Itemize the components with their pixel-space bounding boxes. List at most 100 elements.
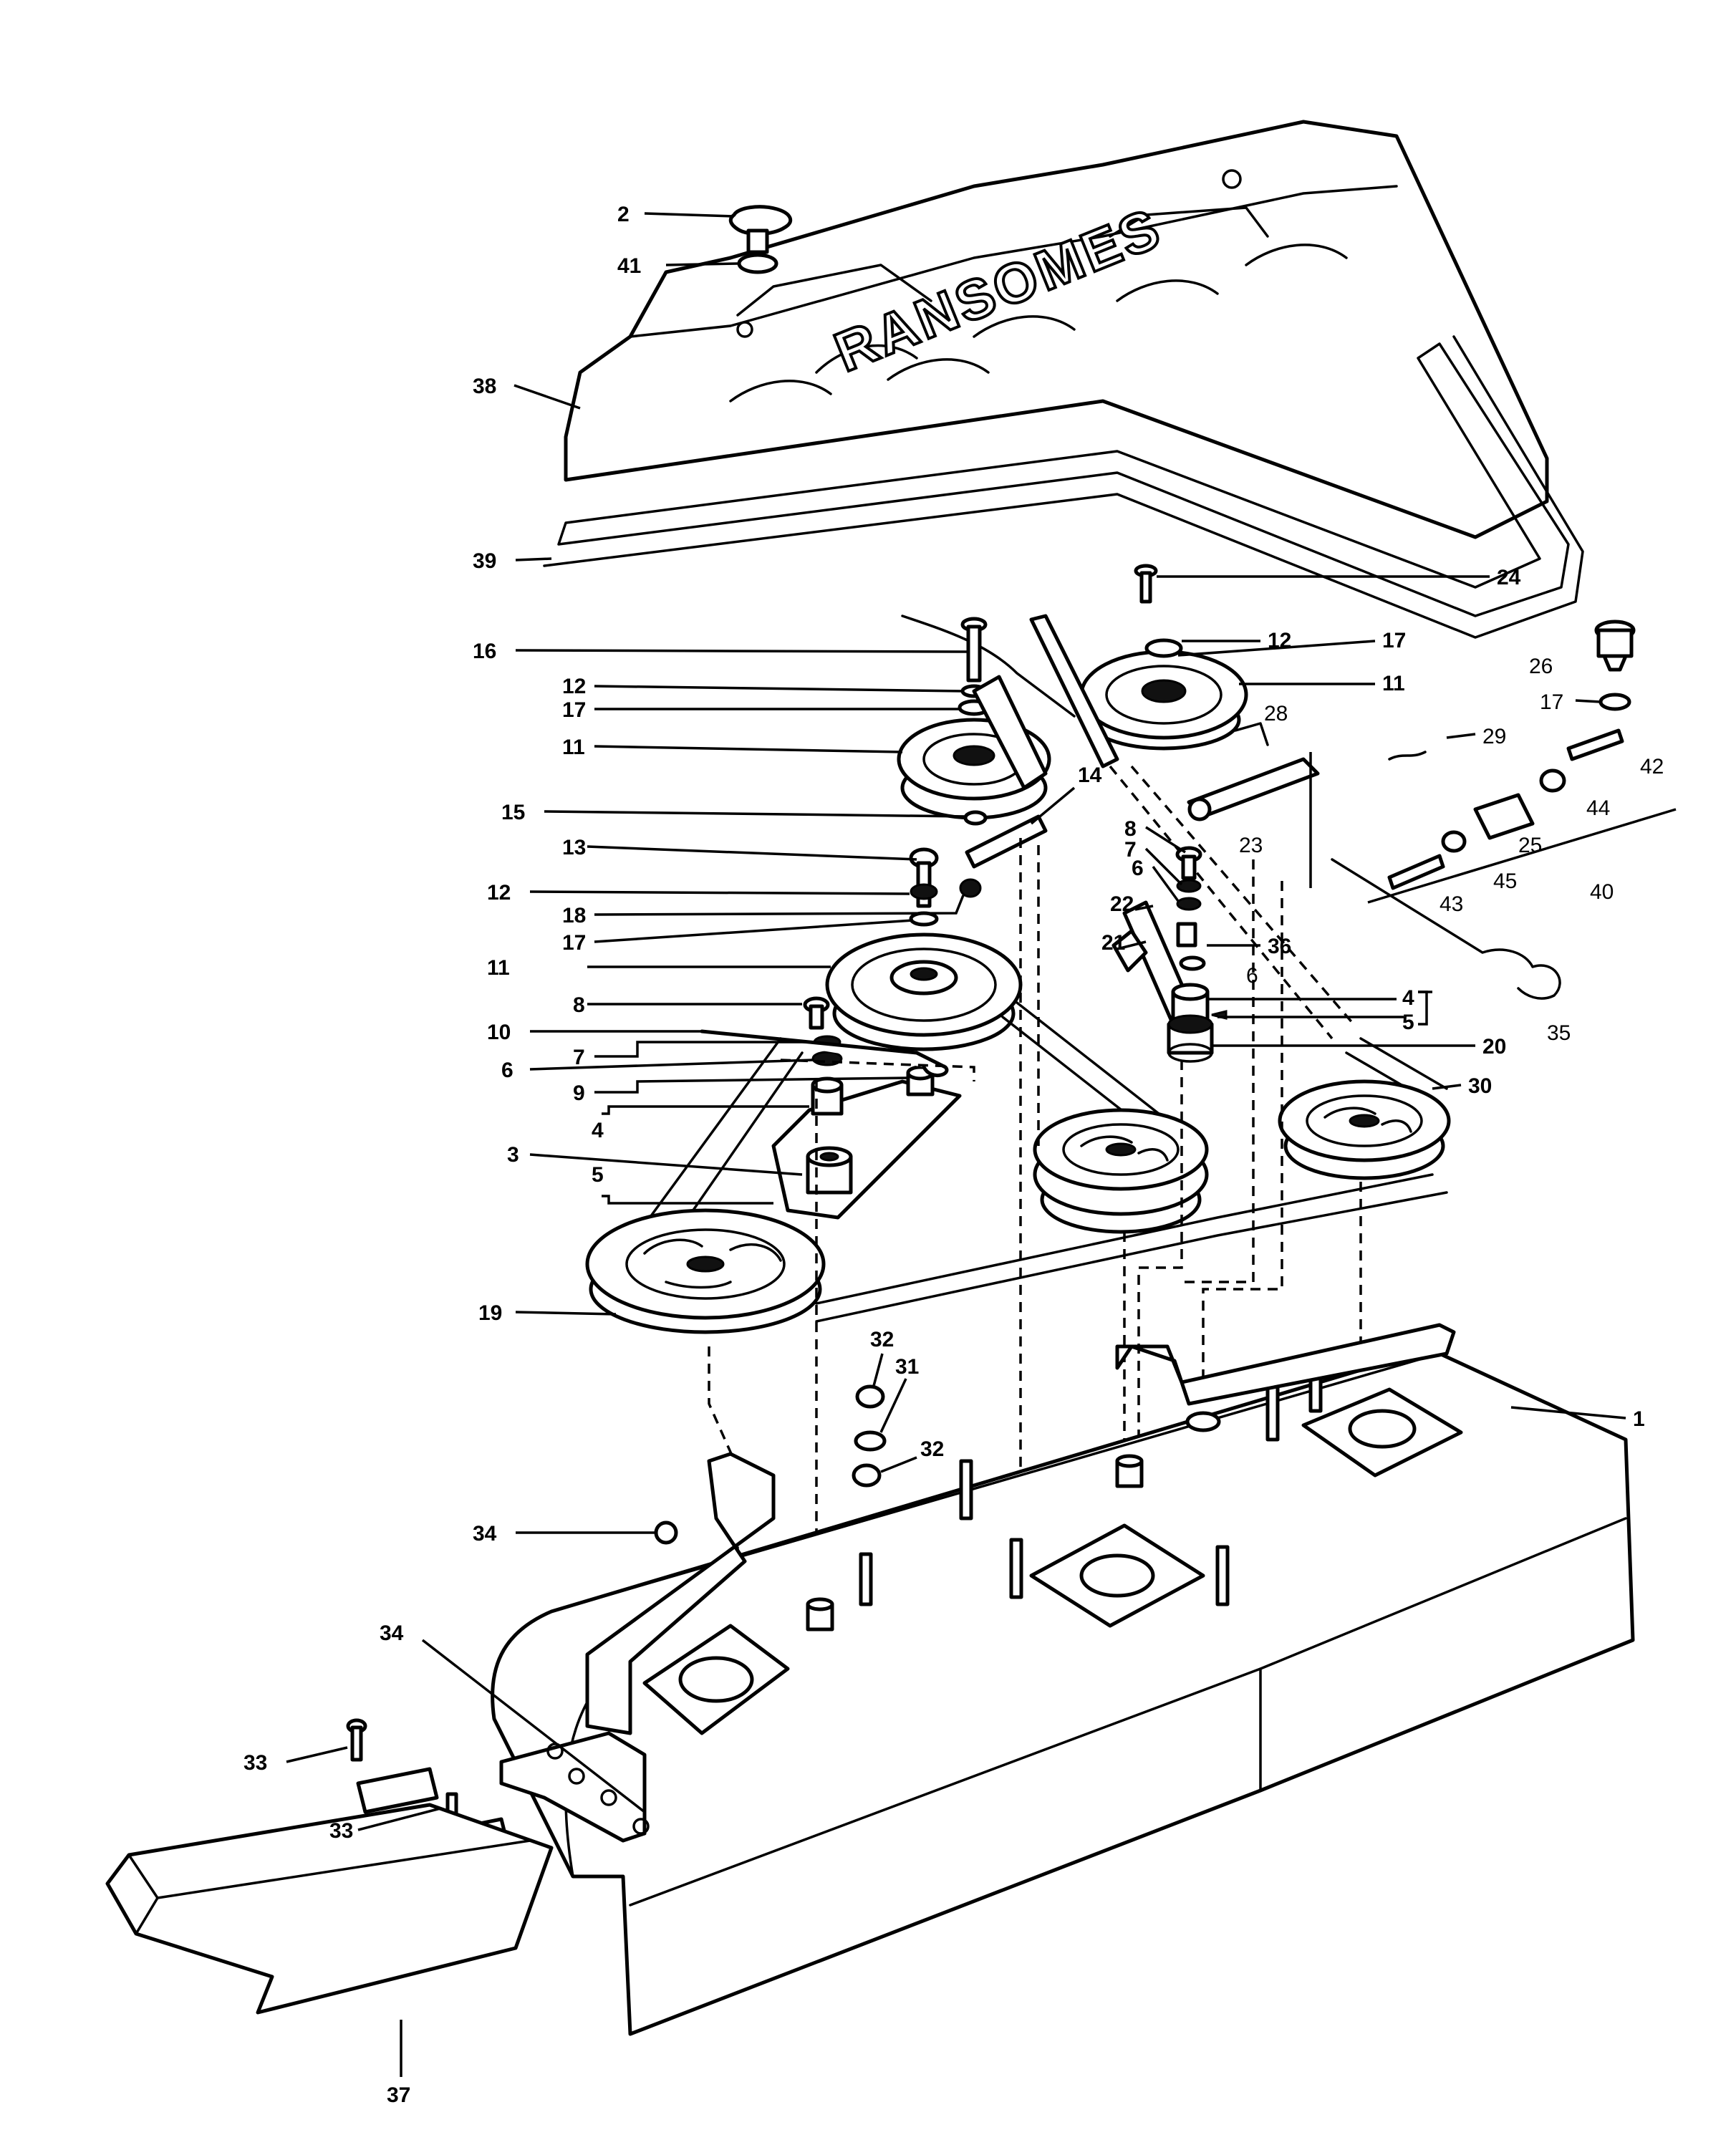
callout-34-b: 34: [380, 1621, 404, 1645]
washer-17-middle: [909, 911, 939, 927]
hinge-block-33-upper: [346, 1718, 439, 1814]
linkage-dashed-1: [1109, 765, 1334, 1040]
callout-labels: 2 41 38 39 24 16 12 17 11 12 17 11 28 26…: [243, 203, 1664, 2107]
bolt-8-left: [803, 996, 830, 1030]
discharge-chute-37: [105, 1803, 554, 2015]
washer-41: [737, 253, 778, 274]
nut-45: [1441, 830, 1467, 853]
tube-25: [1473, 793, 1535, 840]
callout-25: 25: [1518, 834, 1542, 857]
callout-11-b: 11: [1382, 672, 1405, 695]
washer-7-right: [1176, 879, 1202, 893]
callout-22: 22: [1110, 892, 1134, 916]
callout-11-c: 11: [487, 956, 510, 980]
pin-36: [1176, 922, 1197, 948]
callout-12-c: 12: [487, 881, 511, 905]
deck-hanger-left: [585, 1452, 776, 1735]
nut-32-lower: [852, 1463, 882, 1488]
idler-arm-plate-3: [771, 1079, 962, 1220]
bolt-24: [1134, 564, 1158, 604]
callout-17-b: 17: [1382, 629, 1406, 652]
callout-24: 24: [1497, 566, 1521, 589]
callout-19: 19: [478, 1301, 502, 1325]
callout-39: 39: [473, 549, 496, 573]
washer-31: [854, 1430, 887, 1452]
spindle-plate-right: [1301, 1387, 1463, 1478]
cover-knob-2: [728, 205, 793, 254]
idler-spindle-3: [806, 1146, 853, 1195]
callout-11-a: 11: [562, 736, 585, 759]
spacer-15: [963, 810, 988, 826]
spring-29: [1388, 751, 1427, 761]
drive-pulley-11: [825, 932, 1023, 1051]
callout-26: 26: [1529, 655, 1553, 678]
callout-38: 38: [473, 375, 496, 398]
callout-23: 23: [1239, 834, 1263, 857]
callout-36: 36: [1268, 935, 1291, 958]
roller-bracket-34: [499, 1731, 647, 1843]
callout-35: 35: [1547, 1021, 1571, 1045]
tension-rod-upper: [1029, 614, 1119, 768]
callout-45: 45: [1493, 869, 1517, 893]
washer-6-lower-right: [1179, 955, 1206, 971]
callout-18: 18: [562, 904, 586, 927]
callout-4-a: 4: [1402, 986, 1414, 1010]
callout-32-b: 32: [920, 1437, 944, 1461]
cutter-deck-1: [491, 1351, 1635, 2036]
cable-35: [1331, 858, 1561, 1000]
cover-gasket-39: [543, 335, 1584, 639]
callout-6-a: 6: [1132, 857, 1144, 880]
callout-21: 21: [1101, 931, 1125, 955]
idler-pulley-right-11: [1079, 638, 1248, 751]
idler-arm-left: [972, 675, 1048, 790]
bracket-28: [1234, 722, 1269, 746]
callout-5-a: 5: [1402, 1011, 1414, 1034]
cap-nut-center: [1115, 1454, 1144, 1488]
spindle-plate-center: [1029, 1523, 1205, 1628]
bolt-16: [960, 617, 988, 683]
callout-7-b: 7: [573, 1046, 585, 1069]
cap-nut-left: [806, 1597, 834, 1631]
callout-6-c: 6: [501, 1059, 513, 1082]
callout-44: 44: [1586, 796, 1610, 820]
callout-8-b: 8: [573, 993, 585, 1017]
callout-12-b: 12: [1268, 629, 1291, 652]
clevis-42: [1566, 728, 1624, 761]
callout-13: 13: [562, 836, 586, 859]
spindle-pulley-right: [1278, 1079, 1451, 1180]
spindle-pulley-center: [1033, 1108, 1209, 1234]
drive-belt-30: [643, 1037, 804, 1240]
callout-30: 30: [1468, 1074, 1492, 1098]
callout-3: 3: [507, 1143, 519, 1167]
rod-end-43: [1387, 854, 1445, 890]
callout-33-a: 33: [243, 1751, 267, 1775]
callout-42: 42: [1640, 755, 1664, 779]
spring-10: [700, 1029, 949, 1078]
washer-12-middle: [910, 883, 938, 900]
callout-17-a: 17: [562, 698, 586, 722]
align-line-7: [1202, 881, 1283, 1404]
washer-17-adjuster: [1598, 693, 1631, 711]
callout-28: 28: [1264, 702, 1288, 726]
callout-8-a: 8: [1124, 817, 1137, 841]
adjuster-knob-26: [1594, 620, 1636, 672]
callout-41: 41: [617, 254, 641, 278]
linkage-dashed-2: [1130, 765, 1355, 1026]
callout-40: 40: [1590, 880, 1614, 904]
align-line-9: [780, 1059, 975, 1081]
adjuster-rod-40: [1367, 808, 1677, 904]
callout-9: 9: [573, 1081, 585, 1105]
link-plate-23-hole: [1187, 797, 1212, 821]
callout-31: 31: [895, 1355, 919, 1379]
deck-bracket-pivot: [1185, 1411, 1221, 1432]
callout-37: 37: [387, 2083, 410, 2107]
callout-16: 16: [473, 640, 496, 663]
callout-33-b: 33: [329, 1819, 353, 1843]
callout-29: 29: [1482, 725, 1506, 748]
callout-10: 10: [487, 1021, 511, 1044]
callout-14: 14: [1078, 763, 1102, 787]
spring-washer-18: [959, 878, 982, 898]
callout-34-a: 34: [473, 1522, 497, 1546]
nut-32-upper: [855, 1384, 885, 1409]
